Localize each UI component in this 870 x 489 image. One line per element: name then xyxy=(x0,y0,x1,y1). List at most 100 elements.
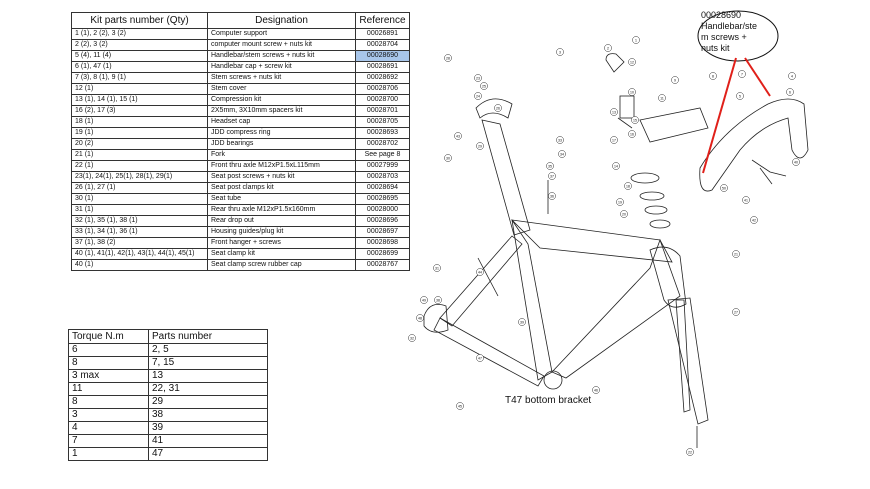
callout-circle xyxy=(420,296,428,304)
callout-number: 26 xyxy=(496,106,500,110)
rear-thru-axle xyxy=(477,257,499,297)
callout-number: 2 xyxy=(607,46,609,50)
callout-number: 50 xyxy=(722,186,726,190)
callout-number: 24 xyxy=(476,94,480,98)
callout-circle xyxy=(494,104,502,112)
callout-circle xyxy=(658,94,666,102)
rear-dropout xyxy=(423,303,449,333)
callout-circle xyxy=(750,216,758,224)
callout-circle xyxy=(476,354,484,362)
callout-circle xyxy=(786,88,794,96)
callout-number: 7 xyxy=(741,72,743,76)
callout-number: 12 xyxy=(630,60,634,64)
callout-circle xyxy=(474,92,482,100)
callout-number: 40 xyxy=(794,160,798,164)
parts-number-cell: 39 xyxy=(148,421,268,435)
callout-number: 13 xyxy=(612,110,616,114)
callout-number: 9 xyxy=(674,78,676,82)
callout-circle xyxy=(416,314,424,322)
fork-blade-right xyxy=(667,297,709,425)
callout-number: 30 xyxy=(446,156,450,160)
callout-circle xyxy=(709,72,717,80)
callout-number: 18 xyxy=(626,184,630,188)
callout-circle xyxy=(686,448,694,456)
fork-blade-left xyxy=(675,299,691,413)
compression-plug xyxy=(619,95,635,119)
callout-number: 27 xyxy=(734,310,738,314)
callout-circle xyxy=(592,386,600,394)
callout-circle xyxy=(610,136,618,144)
callout-bubble xyxy=(697,10,779,62)
callout-number: 17 xyxy=(612,138,616,142)
callout-number: 21 xyxy=(734,252,738,256)
callout-circle xyxy=(548,192,556,200)
callout-circle xyxy=(474,74,482,82)
callout-circle xyxy=(408,334,416,342)
callout-circle xyxy=(742,196,750,204)
callout-number: 22 xyxy=(688,450,692,454)
callout-number: 45 xyxy=(458,404,462,408)
callout-number: 31 xyxy=(435,266,439,270)
brake-cable xyxy=(751,159,787,185)
callout-number: 14 xyxy=(614,164,618,168)
callout-circle xyxy=(480,82,488,90)
callout-circle xyxy=(610,108,618,116)
callout-circle xyxy=(558,150,566,158)
callout-line: nuts kit xyxy=(701,43,730,53)
callout-circle xyxy=(476,268,484,276)
spacer-1 xyxy=(639,191,665,201)
callout-line: m screws + xyxy=(701,32,747,42)
callout-number: 41 xyxy=(744,198,748,202)
callout-number: 19 xyxy=(618,200,622,204)
bottom-bracket-shell xyxy=(543,370,563,390)
stem xyxy=(639,107,709,143)
callout-number: 33 xyxy=(558,138,562,142)
callout-number: 46 xyxy=(594,388,598,392)
head-tube xyxy=(649,246,687,308)
callout-circle xyxy=(454,132,462,140)
callout-number: 32 xyxy=(410,336,414,340)
chain-stay xyxy=(433,317,545,387)
callout-circle xyxy=(632,36,640,44)
callout-circle xyxy=(616,198,624,206)
seat-tube xyxy=(511,219,553,381)
table-row: 33 (1), 34 (1), 36 (1)Housing guides/plu… xyxy=(71,226,410,238)
callout-number: 44 xyxy=(478,270,482,274)
callout-circle xyxy=(736,92,744,100)
callout-number: 47 xyxy=(478,356,482,360)
callout-circle xyxy=(788,72,796,80)
parts-number-cell: 47 xyxy=(148,447,268,461)
callout-arrow-left xyxy=(702,57,737,174)
callout-number: 4 xyxy=(791,74,793,78)
top-tube xyxy=(510,219,673,263)
callout-number: 43 xyxy=(456,134,460,138)
callout-circle xyxy=(604,44,612,52)
callout-number: 5 xyxy=(739,94,741,98)
callout-line: 00028690 xyxy=(701,10,742,20)
callout-circle xyxy=(476,142,484,150)
callout-number: 34 xyxy=(560,152,564,156)
callout-circle xyxy=(628,88,636,96)
callout-circle xyxy=(518,318,526,326)
callout-circle xyxy=(732,308,740,316)
callout-circle xyxy=(548,172,556,180)
callout-number: 6 xyxy=(789,90,791,94)
callout-arrow-right xyxy=(744,57,771,97)
callout-circle xyxy=(556,136,564,144)
callout-circle xyxy=(624,182,632,190)
callout-number: 48 xyxy=(418,316,422,320)
callout-circle xyxy=(433,264,441,272)
callout-circle xyxy=(546,162,554,170)
callout-circle xyxy=(612,162,620,170)
callout-circle xyxy=(556,48,564,56)
down-tube xyxy=(551,238,681,379)
